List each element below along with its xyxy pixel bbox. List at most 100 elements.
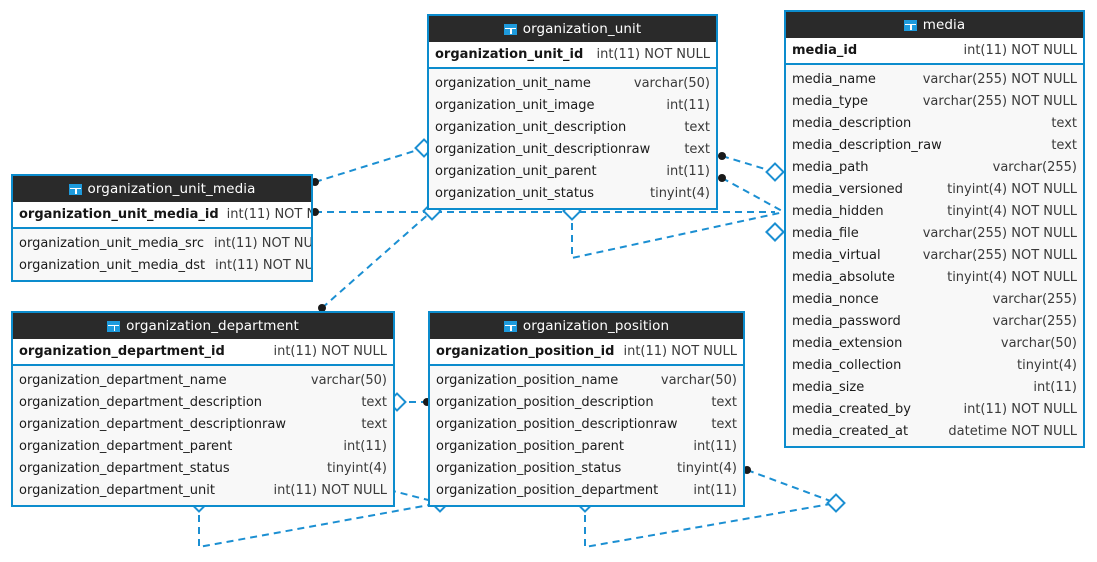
field-type: int(11) NOT NULL: [623, 344, 737, 359]
field-row[interactable]: organization_department_unit int(11) NOT …: [13, 479, 393, 501]
field-name: media_path: [792, 159, 869, 175]
entity-title: organization_unit_media: [87, 181, 256, 197]
entity-title: media: [922, 17, 966, 33]
field-name: media_description: [792, 115, 912, 131]
entity-header-organization_unit[interactable]: organization_unit: [429, 16, 716, 42]
field-name: organization_department_description: [19, 394, 263, 410]
field-type: int(11) NOT NULL: [273, 482, 387, 498]
field-row[interactable]: media_created_by int(11) NOT NULL: [786, 398, 1083, 420]
field-type: text: [684, 119, 710, 135]
field-type: int(11) NOT NULL: [273, 344, 387, 359]
connector-line: [584, 502, 837, 549]
entity-header-media[interactable]: media: [786, 12, 1083, 38]
entity-header-organization_department[interactable]: organization_department: [13, 313, 393, 339]
relationship-rel-ou-bottom-to-media: [562, 201, 785, 260]
entity-fields: media_name varchar(255) NOT NULL media_typ…: [786, 65, 1083, 446]
field-name: media_created_by: [792, 401, 911, 417]
field-type: int(11) NOT NULL: [963, 401, 1077, 417]
field-type: int(11) NOT NULL: [215, 257, 313, 273]
field-name: media_name: [792, 71, 876, 87]
field-name: organization_department_status: [19, 460, 230, 476]
field-type: text: [1051, 115, 1077, 131]
field-name: media_type: [792, 93, 869, 109]
entity-header-organization_position[interactable]: organization_position: [430, 313, 743, 339]
field-name: organization_unit_descriptionraw: [435, 141, 651, 157]
connector-line: [721, 177, 785, 213]
field-type: varchar(255) NOT NULL: [922, 71, 1077, 87]
field-type: text: [361, 416, 387, 432]
connector-line: [198, 502, 441, 549]
entity-title: organization_department: [126, 318, 299, 334]
field-name: media_hidden: [792, 203, 884, 219]
field-row[interactable]: media_name varchar(255) NOT NULL: [786, 68, 1083, 90]
field-name: organization_unit_media_src: [19, 235, 204, 251]
primary-key-row[interactable]: organization_unit_media_id int(11) NOT NU…: [13, 202, 311, 229]
field-type: varchar(50): [660, 372, 737, 388]
field-row[interactable]: organization_position_name varchar(50): [430, 369, 743, 391]
field-type: int(11) NOT NULL: [596, 47, 710, 62]
field-name: organization_department_unit: [19, 482, 215, 498]
field-type: int(11): [693, 482, 737, 498]
table-icon: [503, 320, 517, 332]
field-type: varchar(255) NOT NULL: [922, 225, 1077, 241]
field-name: organization_unit_media_id: [19, 207, 219, 222]
table-icon: [903, 19, 917, 31]
relation-diamond-icon: [826, 493, 846, 513]
field-row[interactable]: media_description text: [786, 112, 1083, 134]
field-type: varchar(50): [1000, 335, 1077, 351]
entity-table-organization_department[interactable]: organization_department organization_depa…: [11, 311, 395, 507]
relation-diamond-icon: [765, 222, 785, 242]
field-name: organization_department_parent: [19, 438, 233, 454]
entity-table-organization_unit_media[interactable]: organization_unit_media organization_unit…: [11, 174, 313, 282]
field-type: int(11): [1033, 379, 1077, 395]
field-row[interactable]: organization_department_parent int(11): [13, 435, 393, 457]
table-icon: [503, 23, 517, 35]
entity-header-organization_unit_media[interactable]: organization_unit_media: [13, 176, 311, 202]
field-name: media_versioned: [792, 181, 903, 197]
field-name: organization_position_name: [436, 372, 619, 388]
field-type: int(11): [343, 438, 387, 454]
field-type: int(11) NOT NULL: [226, 207, 311, 222]
relation-endpoint-dot-icon: [718, 152, 726, 160]
field-type: text: [711, 416, 737, 432]
